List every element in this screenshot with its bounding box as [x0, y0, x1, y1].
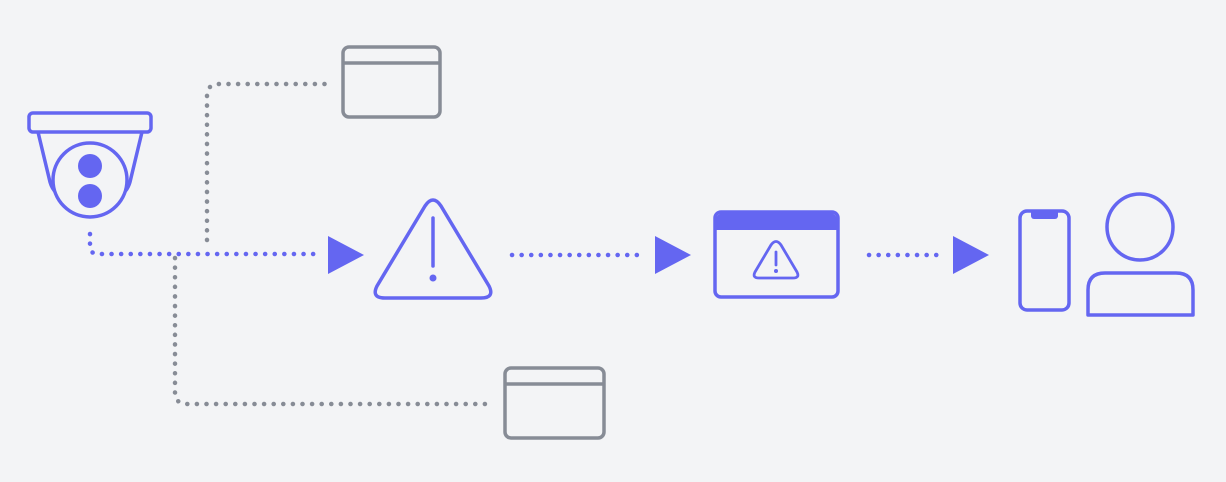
arrowhead-to-alert: [328, 236, 364, 274]
arrowhead-to-phone: [953, 236, 989, 274]
smartphone-icon: [1018, 209, 1071, 312]
browser-window-icon: [341, 45, 442, 119]
arrowhead-to-alert-window: [655, 236, 691, 274]
connector-camera-to-window-bottom: [172, 255, 495, 407]
dome-camera-icon: [27, 111, 153, 219]
user-icon: [1086, 192, 1195, 317]
connector-camera-to-window-top: [204, 81, 329, 243]
alert-window-icon: [713, 210, 840, 299]
browser-window-icon: [503, 366, 606, 440]
connector-camera-to-alert: [87, 231, 317, 257]
warning-triangle-icon: [373, 198, 493, 300]
